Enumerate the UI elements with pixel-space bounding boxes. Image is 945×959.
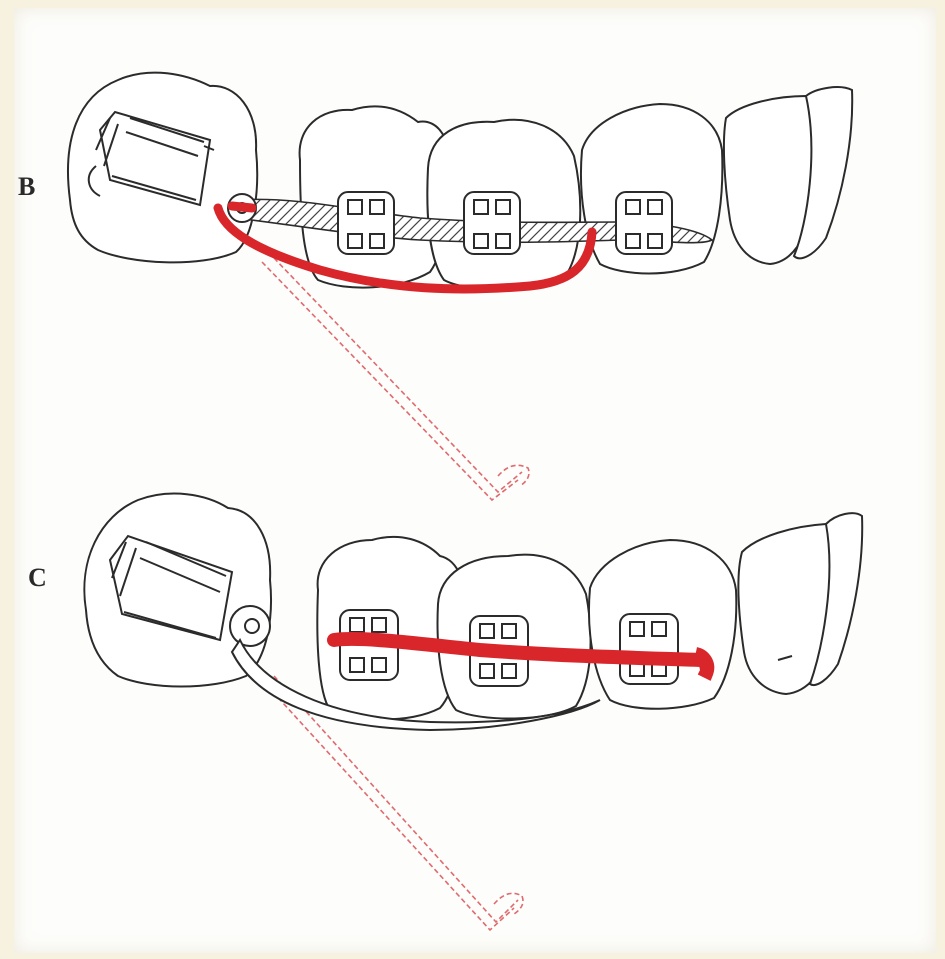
panel-b-illustration (68, 73, 852, 500)
panel-c-molar-ring (230, 606, 270, 646)
panel-b-bracket-1 (338, 192, 394, 254)
panel-b-bracket-3 (616, 192, 672, 254)
panel-b-dashed-arm (262, 258, 529, 500)
panel-c-illustration (84, 494, 862, 930)
panel-b-bracket-2 (464, 192, 520, 254)
panel-c-bracket-3 (620, 614, 678, 684)
